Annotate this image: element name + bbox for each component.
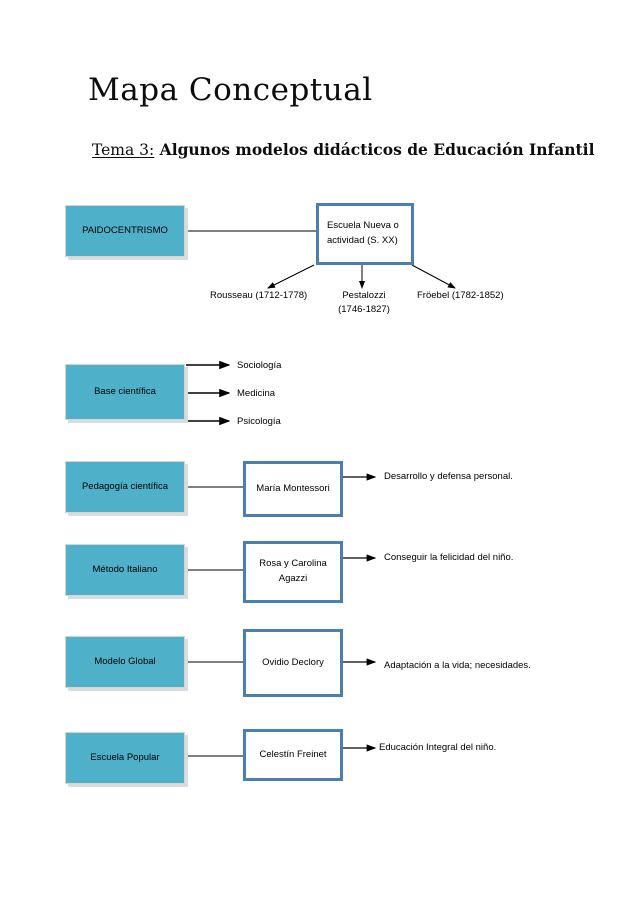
agazzi-text: Rosa y Carolina Agazzi bbox=[259, 557, 327, 586]
node-escuela-nueva[interactable]: Escuela Nueva o actividad (S. XX) bbox=[316, 203, 414, 265]
page-subtitle: Tema 3: Algunos modelos didácticos de Ed… bbox=[92, 140, 594, 159]
page-title: Mapa Conceptual bbox=[88, 72, 373, 108]
node-maria-montessori[interactable]: María Montessori bbox=[243, 461, 343, 517]
label-psicologia: Psicología bbox=[237, 416, 281, 427]
agazzi-line2: Agazzi bbox=[278, 573, 308, 584]
label-rousseau: Rousseau (1712-1778) bbox=[210, 290, 308, 301]
node-paidocentrismo[interactable]: PAIDOCENTRISMO bbox=[65, 205, 185, 257]
node-pedagogia-cientifica[interactable]: Pedagogía científica bbox=[65, 461, 185, 513]
node-modelo-global[interactable]: Modelo Global bbox=[65, 636, 185, 688]
escuela-nueva-line1: Escuela Nueva o bbox=[327, 220, 399, 232]
label-pestalozzi: Pestalozzi (1746-1827) bbox=[331, 289, 397, 318]
node-rosa-carolina-agazzi[interactable]: Rosa y Carolina Agazzi bbox=[243, 541, 343, 603]
subtitle-tema-label: Tema 3: bbox=[92, 141, 155, 159]
outcome-desarrollo-defensa-personal: Desarrollo y defensa personal. bbox=[384, 471, 513, 482]
outcome-felicidad-del-nino: Conseguir la felicidad del niño. bbox=[384, 552, 514, 563]
label-pestalozzi-dates: (1746-1827) bbox=[338, 304, 390, 316]
node-ovidio-declory[interactable]: Ovidio Declory bbox=[243, 629, 343, 697]
label-sociologia: Sociología bbox=[237, 360, 282, 371]
escuela-nueva-text: Escuela Nueva o actividad (S. XX) bbox=[327, 219, 399, 248]
subtitle-topic-label: Algunos modelos didácticos de Educación … bbox=[154, 140, 595, 159]
outcome-educacion-integral-del-nino: Educación Integral del niño. bbox=[379, 742, 497, 753]
node-celestin-freinet[interactable]: Celestín Freinet bbox=[243, 729, 343, 781]
node-metodo-italiano[interactable]: Método Italiano bbox=[65, 544, 185, 596]
node-escuela-popular[interactable]: Escuela Popular bbox=[65, 732, 185, 784]
label-medicina: Medicina bbox=[237, 388, 276, 399]
label-pestalozzi-name: Pestalozzi bbox=[342, 290, 386, 301]
outcome-adaptacion-vida-necesidades: Adaptación a la vida; necesidades. bbox=[384, 660, 531, 671]
escuela-nueva-line2: actividad (S. XX) bbox=[327, 235, 398, 246]
label-froebel: Fröebel (1782-1852) bbox=[417, 290, 504, 301]
node-base-cientifica[interactable]: Base científica bbox=[65, 364, 185, 420]
agazzi-line1: Rosa y Carolina bbox=[259, 558, 327, 570]
